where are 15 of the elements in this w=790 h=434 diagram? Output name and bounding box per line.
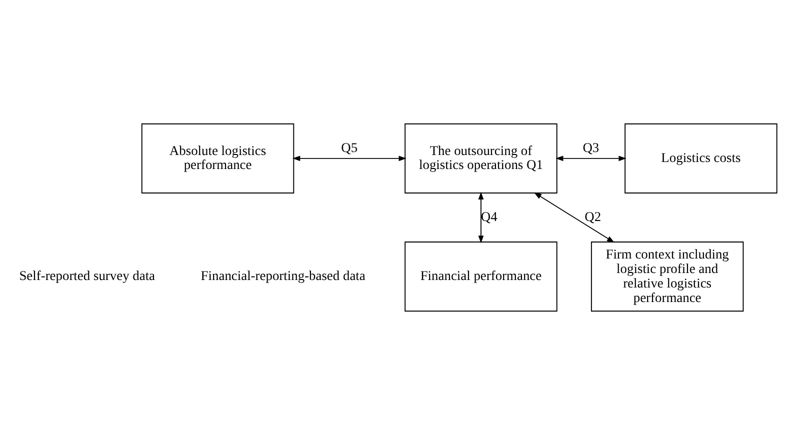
label: Self-reported survey data <box>19 268 156 283</box>
edge-label: Q3 <box>582 139 600 154</box>
edge-label: Q4 <box>480 208 498 224</box>
arrow <box>292 155 406 161</box>
arrow <box>556 155 626 161</box>
arrow <box>534 192 615 242</box>
node-box: Logistics costs <box>624 122 778 193</box>
edge-label: Q5 <box>341 139 358 154</box>
node-box: The outsourcing of logistics operations Q1 <box>404 122 558 193</box>
label: Financial-reporting-based data <box>200 268 366 283</box>
arrow <box>478 191 484 243</box>
edge-label: Q2 <box>584 208 602 224</box>
node-box: Firm context including logistic profile and relative logistics performance <box>590 241 744 312</box>
node-box: Financial performance <box>404 241 558 312</box>
node-box: Absolute logistics performance <box>141 122 294 193</box>
